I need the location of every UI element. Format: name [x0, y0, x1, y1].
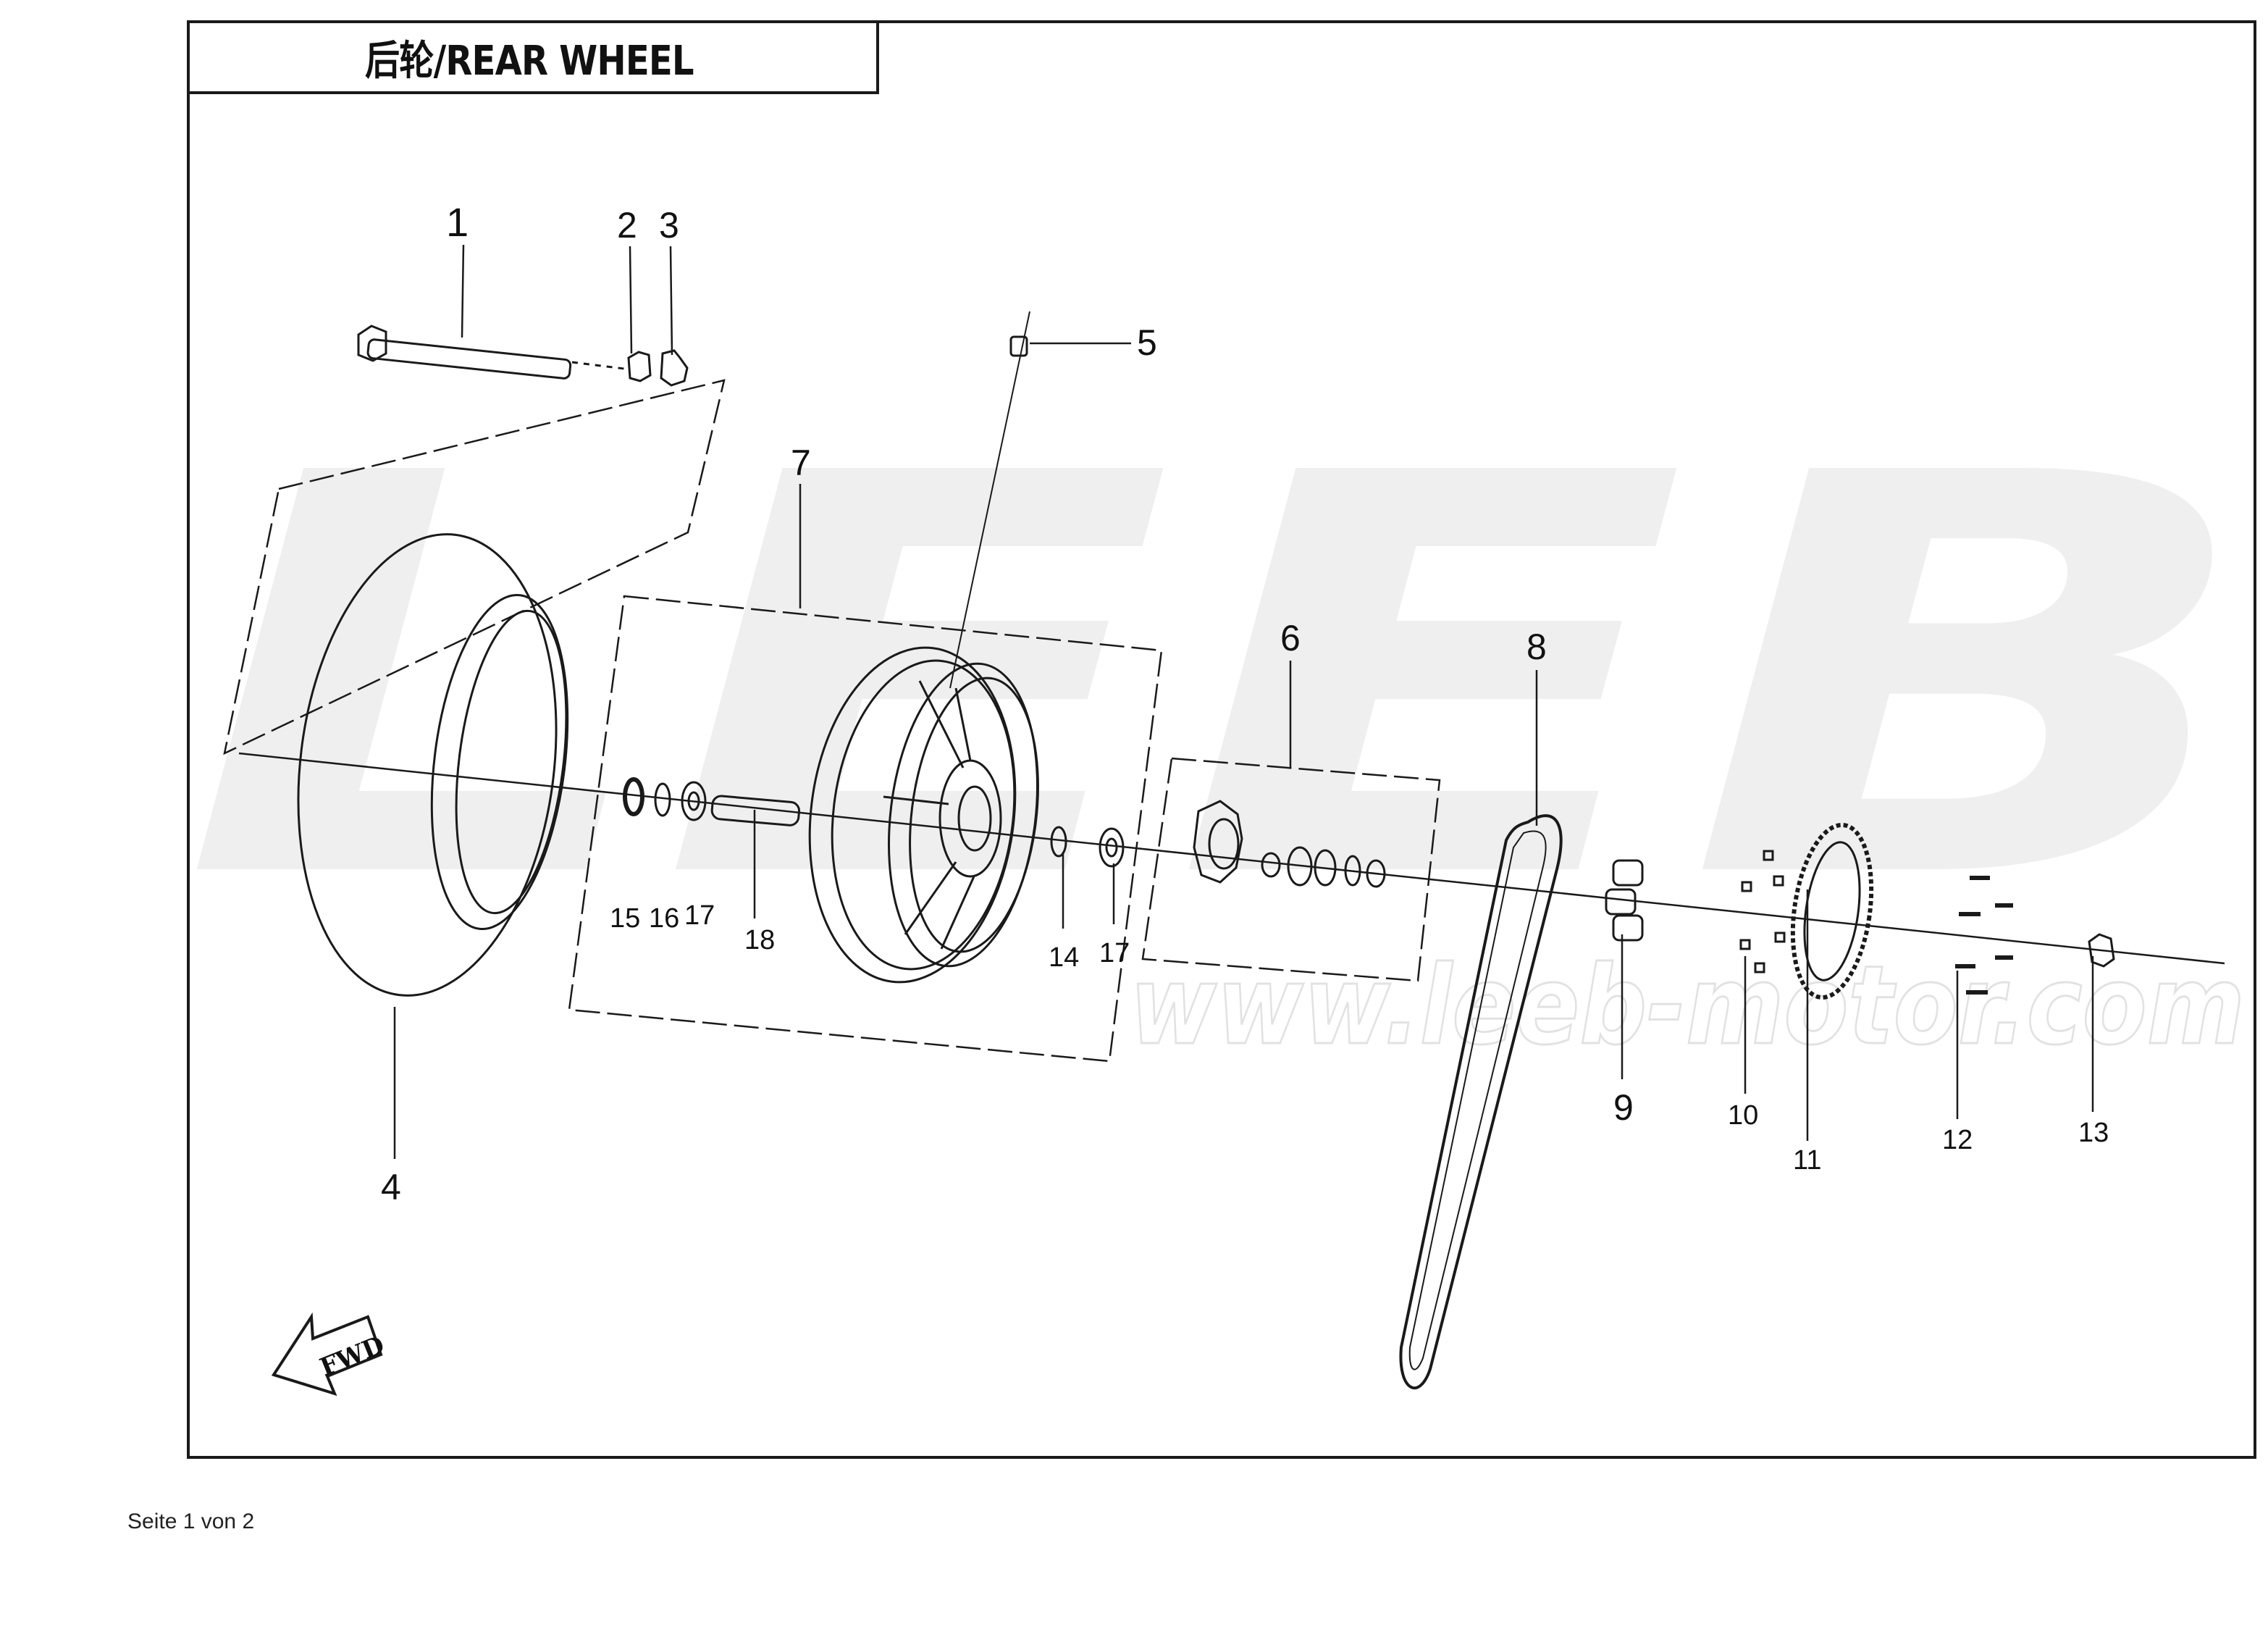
- callout-15: 15: [610, 903, 640, 934]
- callout-labels: 1 2 3 4 5 6 7 8 9 10 11 12 13 14 15 16 1…: [381, 199, 2109, 1207]
- axle-part-1: [357, 325, 631, 380]
- leader-lines: [393, 244, 2094, 1159]
- sprocket-hub-part-6: [1193, 800, 1386, 888]
- callout-13: 13: [2078, 1118, 2109, 1148]
- group-outline-7: [568, 595, 1163, 1063]
- page-footer: Seite 1 von 2: [127, 1510, 255, 1533]
- group-outline-6: [1141, 757, 1441, 982]
- callout-11: 11: [1793, 1145, 1821, 1176]
- callout-6: 6: [1280, 618, 1301, 658]
- bearing-part-17-left: [681, 781, 707, 821]
- callout-3: 3: [659, 205, 679, 246]
- callout-2: 2: [617, 205, 637, 246]
- callout-17-right: 17: [1099, 938, 1130, 968]
- callout-4: 4: [381, 1167, 401, 1207]
- group-outline-axle: [223, 379, 726, 755]
- damper-rubber-part-9: [1605, 859, 1644, 942]
- valve-part-5: [949, 311, 1030, 689]
- collar-part-14: [1050, 826, 1067, 858]
- callout-16: 16: [649, 903, 679, 934]
- callout-10: 10: [1728, 1100, 1758, 1131]
- callout-8: 8: [1526, 627, 1547, 667]
- callout-9: 9: [1613, 1087, 1634, 1128]
- nut-part-2: [627, 351, 652, 382]
- circlip-part-16: [654, 782, 671, 817]
- watermark-url: www.leeb-motor.com: [1130, 943, 2245, 1069]
- oil-seal-part-15: [623, 777, 644, 816]
- callout-5: 5: [1137, 322, 1157, 363]
- chain-part-8: [1399, 814, 1563, 1390]
- diagram-frame: [187, 20, 2256, 1459]
- bolts-part-12: [1955, 876, 2013, 995]
- watermark: LEEB www.leeb-motor.com: [181, 359, 2259, 1071]
- callout-14: 14: [1049, 942, 1079, 973]
- callout-7: 7: [791, 443, 811, 483]
- nuts-part-10: [1739, 850, 1786, 974]
- fwd-arrow: FWD: [271, 1312, 388, 1397]
- callout-1: 1: [446, 199, 469, 245]
- rear-sprocket-part-11: [1790, 822, 1874, 1000]
- bearing-part-17-right: [1099, 827, 1125, 868]
- callout-12: 12: [1942, 1125, 1973, 1155]
- watermark-brand: LEEB: [181, 359, 2259, 1000]
- callout-17-left: 17: [684, 900, 715, 931]
- callout-18: 18: [744, 925, 775, 955]
- rim-part-7: [808, 646, 1039, 984]
- title-box: 后轮/REAR WHEEL: [187, 20, 879, 94]
- main-axis-line: [238, 752, 2225, 965]
- page-title: 后轮/REAR WHEEL: [365, 37, 694, 85]
- chain-adjuster-part-3: [660, 349, 689, 387]
- tire-part-4: [297, 533, 569, 997]
